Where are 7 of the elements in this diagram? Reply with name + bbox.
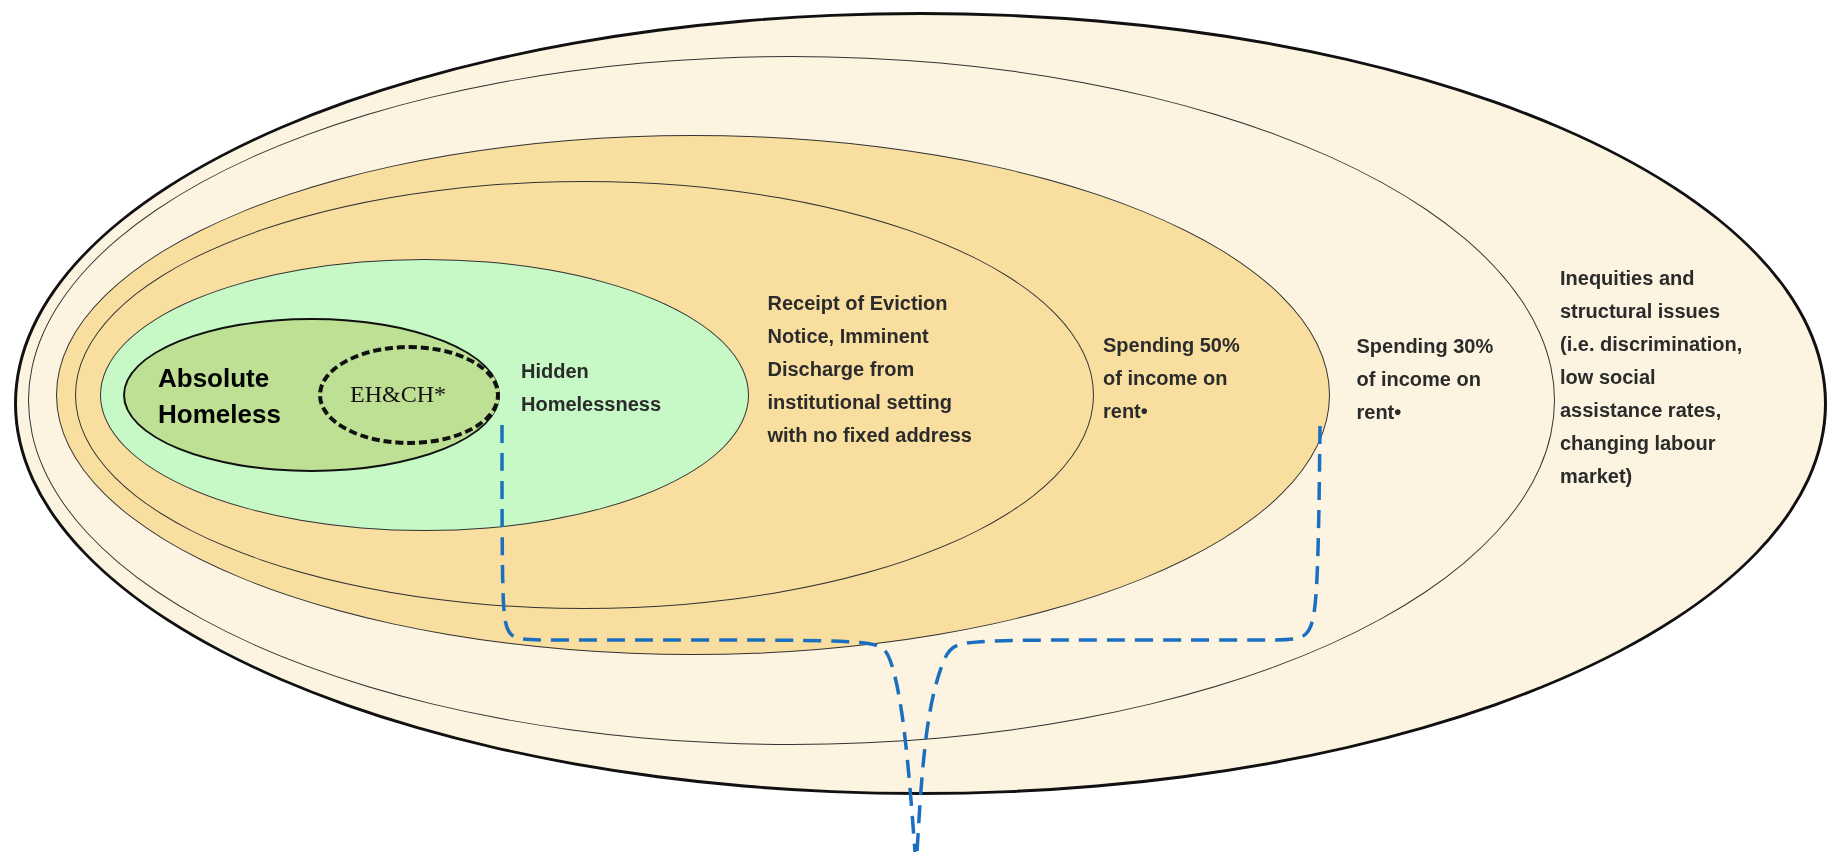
region-label: Receipt of Eviction Notice, Imminent Discharge from institutional setting with no fixed address (767, 290, 973, 448)
region-label: Spending 50% of income on rent• (1103, 333, 1241, 424)
region-label: EH&CH* (350, 380, 447, 409)
region-label: Inequities and structural issues (i.e. discrimination, low social assistance rates, changing labour market) (1560, 266, 1744, 489)
region-label: Spending 30% of income on rent• (1356, 333, 1495, 425)
region-label: Absolute Homeless (158, 362, 282, 431)
region-label: Hidden Homelessness (521, 359, 663, 417)
